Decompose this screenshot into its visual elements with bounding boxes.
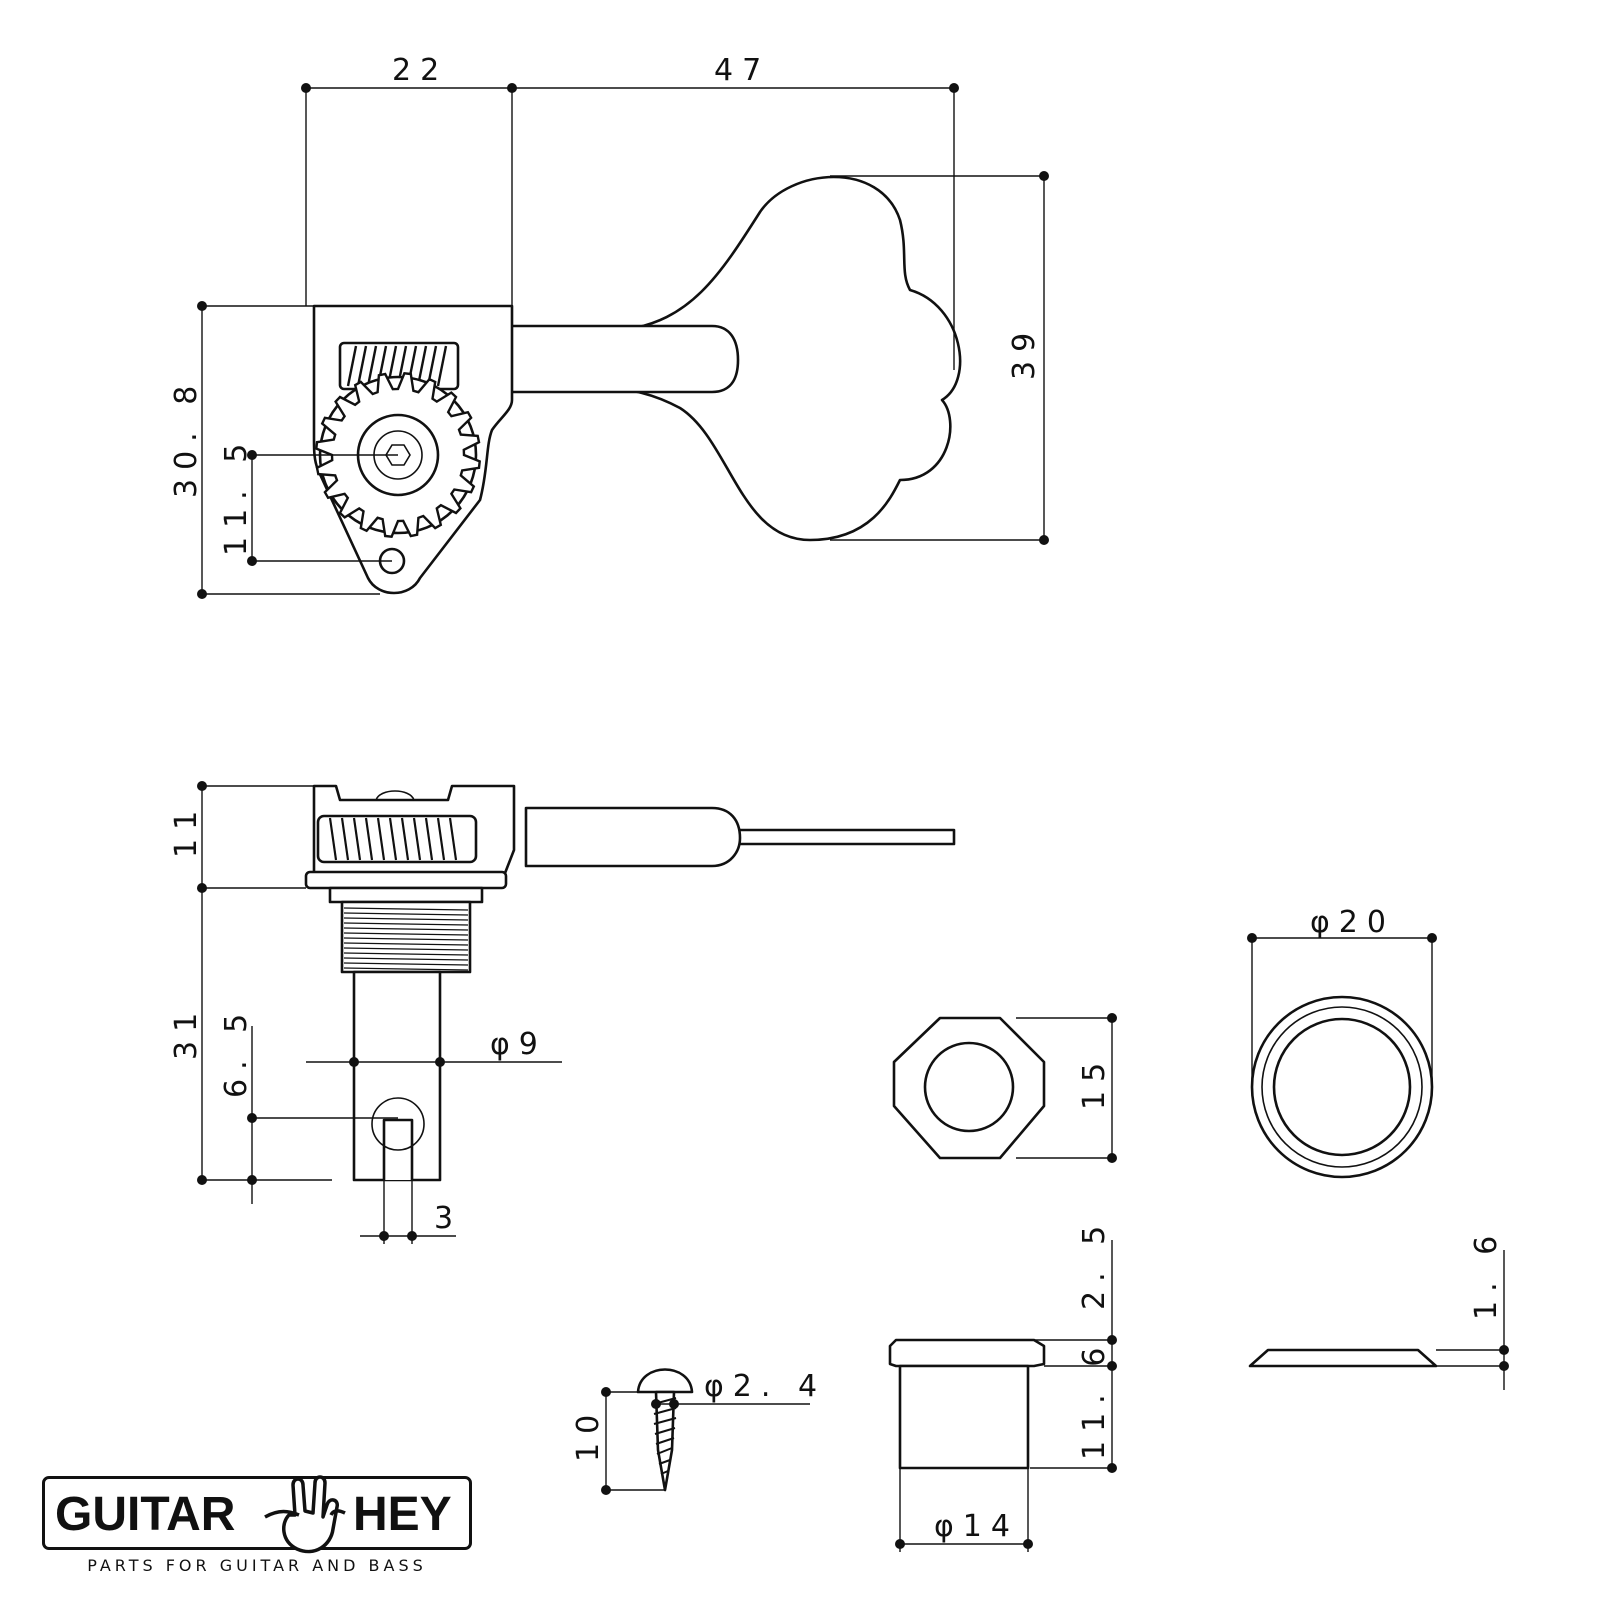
logo-word-guitar: GUITAR — [55, 1488, 236, 1541]
washer: φ20 — [1247, 905, 1437, 1179]
dim-10: 10 — [571, 1406, 606, 1462]
dim-31: 31 — [169, 1004, 204, 1060]
bushing-body — [898, 1364, 1030, 1470]
dim-phi-9: φ9 — [490, 1027, 547, 1062]
thread-line — [343, 927, 469, 931]
hex-nut: 15 — [892, 1013, 1117, 1163]
thread-line — [343, 922, 469, 926]
dim-2-5: 2. 5 — [1077, 1217, 1112, 1310]
washer-inner — [1272, 1017, 1412, 1157]
side-base-flange — [304, 870, 508, 890]
side-gear-teeth — [328, 817, 458, 861]
dim-30-8: 30. 8 — [169, 377, 204, 498]
dim-11: 11 — [169, 802, 204, 858]
rock-hand-icon — [264, 1475, 346, 1554]
thread-line — [343, 937, 469, 941]
thread-line — [343, 947, 469, 951]
thread-lines — [343, 907, 469, 971]
thread-line — [343, 962, 469, 966]
logo-tagline: PARTS FOR GUITAR AND BASS — [87, 1556, 427, 1575]
dim-47: 47 — [714, 53, 770, 88]
washer-side: 1. 6 — [1248, 1227, 1509, 1390]
clover-key — [620, 175, 962, 542]
dim-phi-14: φ14 — [934, 1509, 1019, 1544]
washer-middle — [1261, 1006, 1423, 1168]
post-hole — [371, 1097, 425, 1151]
dim-11-5: 11. 5 — [219, 435, 254, 556]
dim-3: 3 — [434, 1201, 462, 1236]
guitarhey-logo: GUITAR HEY — [42, 1475, 472, 1554]
side-key-shaft — [524, 806, 742, 868]
dim-15: 15 — [1077, 1054, 1112, 1110]
dim-6-5: 6. 5 — [219, 1005, 254, 1098]
thread-line — [343, 917, 469, 921]
key-shaft — [506, 324, 740, 394]
dim-11-6: 11. 6 — [1077, 1339, 1112, 1460]
side-collar — [328, 886, 484, 904]
dim-phi-2-4: φ2. 4 — [704, 1369, 826, 1404]
dim-phi-20: φ20 — [1310, 905, 1395, 940]
washer-side-profile — [1248, 1348, 1438, 1368]
threaded-bushing — [340, 900, 472, 974]
tuner-top-view — [312, 175, 962, 595]
screw: 10 φ2. 4 — [571, 1368, 826, 1495]
bushing: 2. 5 11. 6 φ14 — [888, 1217, 1117, 1552]
thread-line — [343, 907, 469, 911]
screw-head — [636, 1368, 694, 1394]
thread-line — [343, 932, 469, 936]
thread-line — [343, 957, 469, 961]
screw-threads — [653, 1397, 677, 1475]
side-view-dimensions: 11 31 6. 5 φ9 3 — [169, 781, 562, 1244]
hex-nut-hole — [923, 1041, 1015, 1133]
dim-39: 39 — [1007, 324, 1042, 380]
thread-line — [343, 952, 469, 956]
thread-line — [343, 912, 469, 916]
thread-line — [343, 942, 469, 946]
side-gear — [316, 814, 478, 864]
tuner-side-view — [304, 784, 956, 1182]
bushing-flange — [888, 1338, 1046, 1368]
dim-1-6: 1. 6 — [1469, 1227, 1504, 1320]
dim-22: 22 — [392, 53, 448, 88]
thread-line — [343, 967, 469, 971]
logo-word-hey: HEY — [353, 1488, 452, 1541]
top-view-dimensions: 22 47 39 30. 8 11. 5 — [169, 53, 1049, 599]
